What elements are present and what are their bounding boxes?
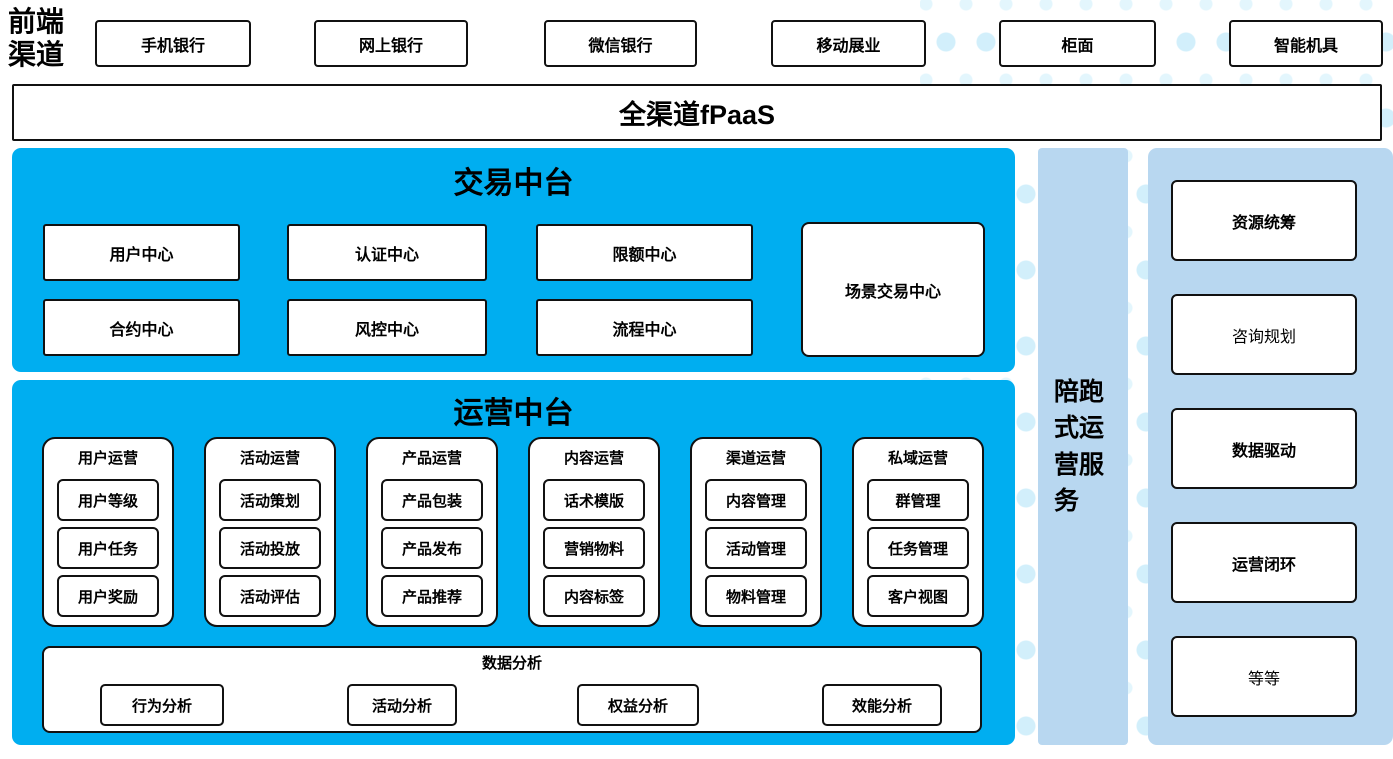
trade-center-auth: 认证中心: [287, 224, 487, 281]
op-item: 产品包装: [381, 479, 483, 521]
data-analysis-strip: 数据分析 行为分析 活动分析 权益分析 效能分析: [42, 646, 982, 733]
op-group-content: 内容运营 话术模版 营销物料 内容标签: [528, 437, 660, 627]
op-group-product: 产品运营 产品包装 产品发布 产品推荐: [366, 437, 498, 627]
right-item-data-driven: 数据驱动: [1171, 408, 1357, 489]
op-item: 产品发布: [381, 527, 483, 569]
accompany-service-label: 陪跑式运营服务: [1054, 378, 1105, 515]
op-item: 产品推荐: [381, 575, 483, 617]
analysis-box-benefit: 权益分析: [577, 684, 699, 726]
fpaas-bar: 全渠道fPaaS: [12, 84, 1382, 141]
right-service-panel: 资源统筹 咨询规划 数据驱动 运营闭环 等等: [1148, 148, 1393, 745]
trade-platform-title: 交易中台: [453, 167, 574, 200]
op-item: 活动评估: [219, 575, 321, 617]
op-item: 内容标签: [543, 575, 645, 617]
accompany-service-bar: 陪跑式运营服务: [1038, 148, 1128, 745]
analysis-box-efficiency: 效能分析: [822, 684, 942, 726]
op-item: 活动管理: [705, 527, 807, 569]
op-group-title: 渠道运营: [725, 450, 786, 467]
op-item: 用户任务: [57, 527, 159, 569]
op-group-private-domain: 私域运营 群管理 任务管理 客户视图: [852, 437, 984, 627]
op-group-channel: 渠道运营 内容管理 活动管理 物料管理: [690, 437, 822, 627]
op-item: 活动投放: [219, 527, 321, 569]
op-item: 客户视图: [867, 575, 969, 617]
operation-platform-title: 运营中台: [453, 397, 574, 430]
trade-center-risk: 风控中心: [287, 299, 487, 356]
right-item-etc: 等等: [1171, 636, 1357, 717]
op-item: 用户等级: [57, 479, 159, 521]
op-group-title: 内容运营: [563, 450, 624, 467]
op-group-user: 用户运营 用户等级 用户任务 用户奖励: [42, 437, 174, 627]
op-item: 用户奖励: [57, 575, 159, 617]
trade-center-process: 流程中心: [536, 299, 753, 356]
op-group-title: 私域运营: [887, 450, 948, 467]
channel-box-counter: 柜面: [999, 20, 1156, 67]
right-item-operation-loop: 运营闭环: [1171, 522, 1357, 603]
channel-box-wechat-banking: 微信银行: [544, 20, 697, 67]
channel-box-smart-devices: 智能机具: [1229, 20, 1383, 67]
data-analysis-title: 数据分析: [481, 655, 542, 672]
op-item: 话术模版: [543, 479, 645, 521]
frontend-channels-label: 前端渠道: [8, 7, 65, 72]
trade-center-user: 用户中心: [43, 224, 240, 281]
channel-box-mobile-sales: 移动展业: [771, 20, 926, 67]
op-group-activity: 活动运营 活动策划 活动投放 活动评估: [204, 437, 336, 627]
op-group-title: 产品运营: [401, 450, 462, 467]
right-item-resource-coordination: 资源统筹: [1171, 180, 1357, 261]
channel-box-mobile-banking: 手机银行: [95, 20, 251, 67]
op-group-title: 活动运营: [239, 450, 300, 467]
trade-center-contract: 合约中心: [43, 299, 240, 356]
right-item-consulting-planning: 咨询规划: [1171, 294, 1357, 375]
trade-center-scene: 场景交易中心: [801, 222, 985, 357]
op-item: 任务管理: [867, 527, 969, 569]
op-item: 内容管理: [705, 479, 807, 521]
op-item: 活动策划: [219, 479, 321, 521]
analysis-box-activity: 活动分析: [347, 684, 457, 726]
channel-box-online-banking: 网上银行: [314, 20, 468, 67]
op-item: 物料管理: [705, 575, 807, 617]
analysis-box-behavior: 行为分析: [100, 684, 224, 726]
op-group-title: 用户运营: [77, 450, 138, 467]
trade-center-limit: 限额中心: [536, 224, 753, 281]
op-item: 群管理: [867, 479, 969, 521]
op-item: 营销物料: [543, 527, 645, 569]
